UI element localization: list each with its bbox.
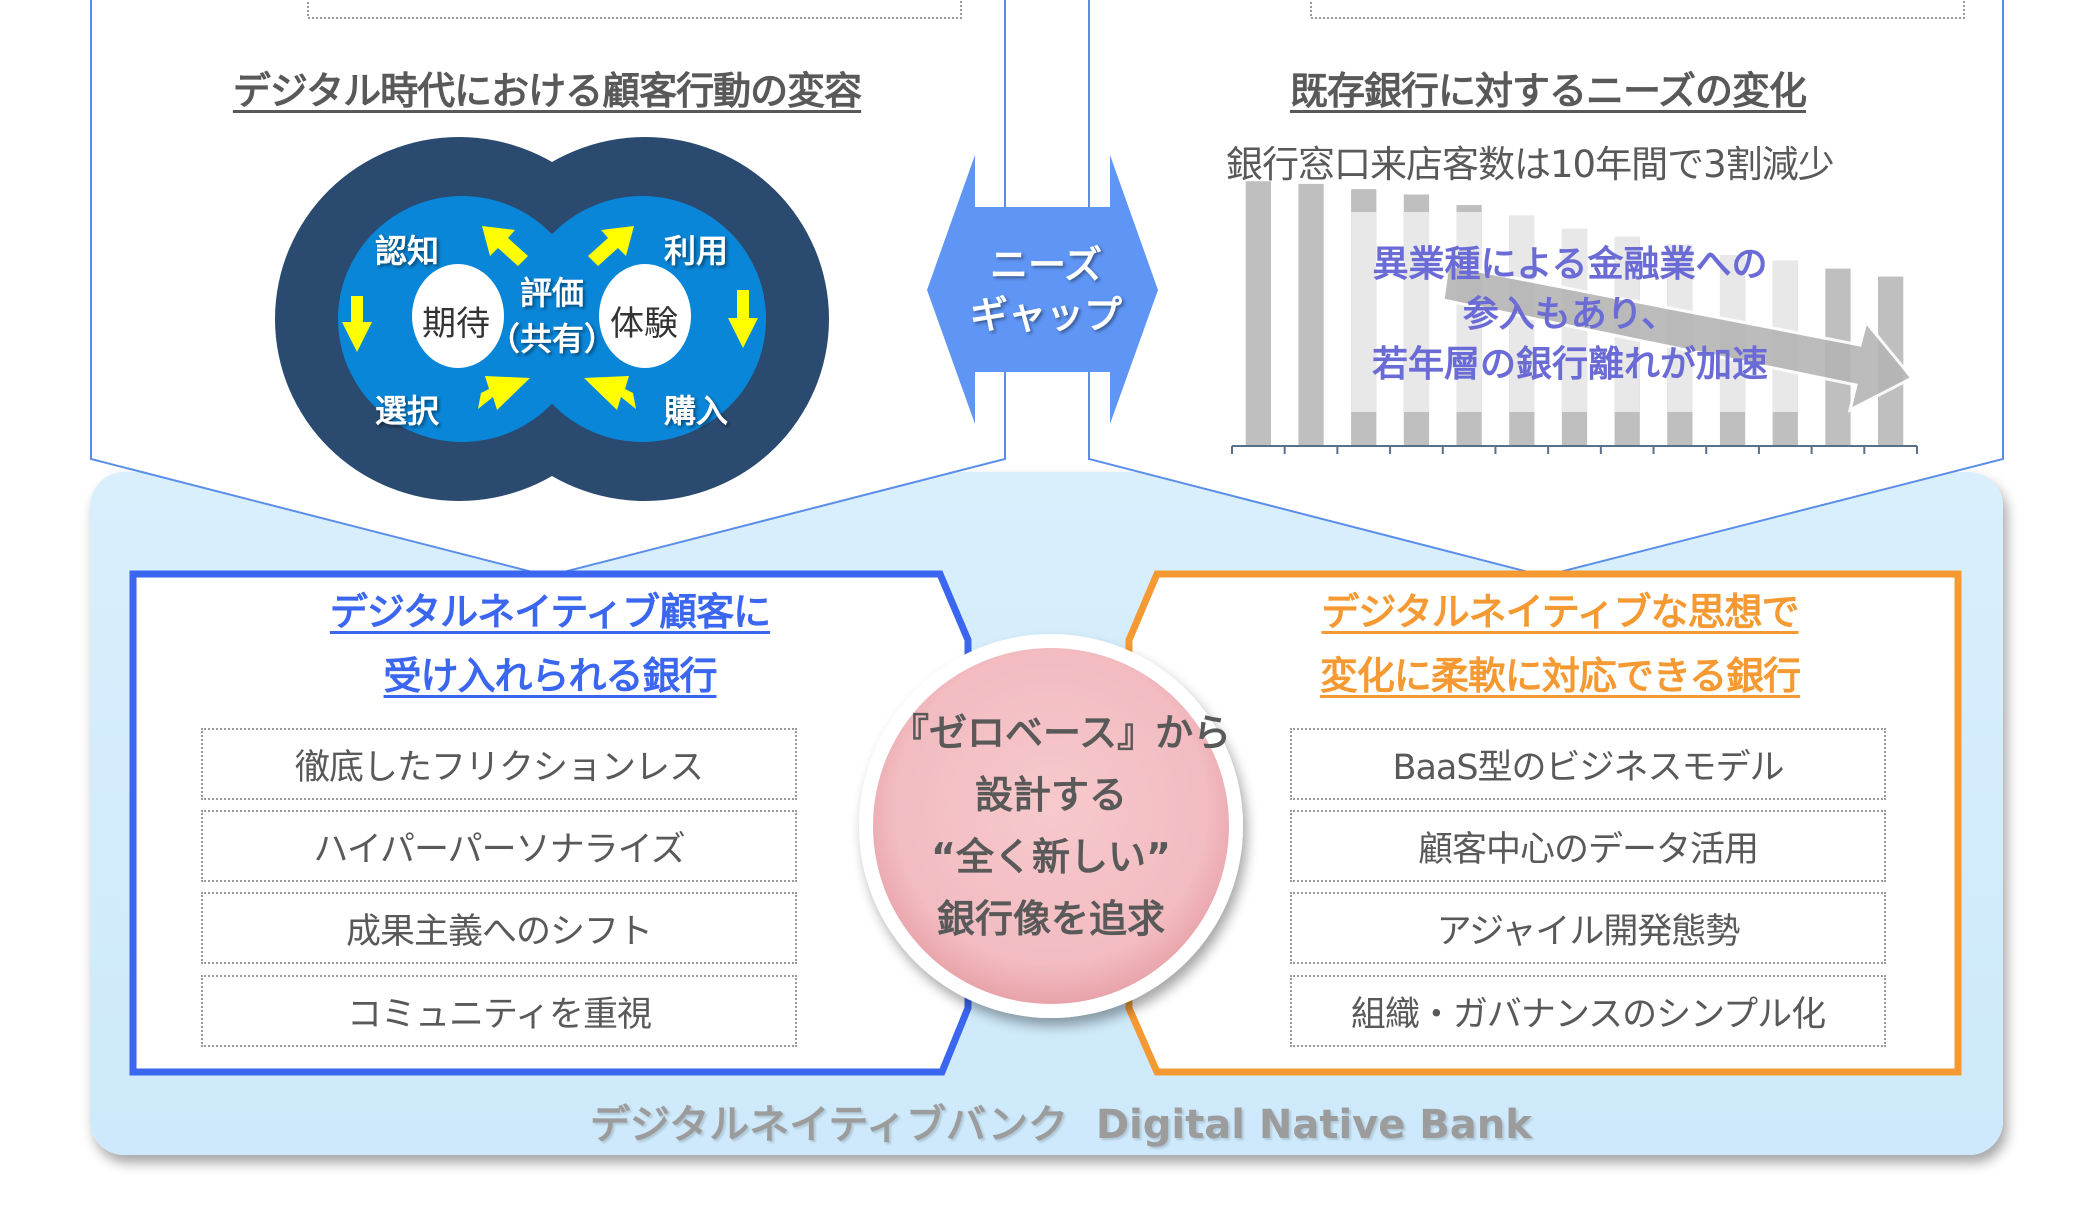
venn-white-left [412,264,504,368]
arrow-left-up-icon [584,376,636,410]
right-section-title: 既存銀行に対するニーズの変化 [1289,69,1807,113]
right-item-4: 組織・ガバナンスのシンプル化 [1290,975,1886,1047]
arrow-down-right-icon [728,290,758,348]
arrow-down-left-icon [342,296,372,352]
left-item-1: 徹底したフリクションレス [201,728,797,800]
center-line-4: 銀行像を追求 [936,897,1165,941]
venn-kitai: 期待 [422,304,490,344]
chart-bar [1245,181,1271,446]
chart-annotation: 異業種による金融業への 参入もあり、 若年層の銀行離れが加速 [1300,240,1840,390]
left-section-title: デジタル時代における顧客行動の変容 [232,69,862,113]
venn-center-line2: （共有） [487,320,616,358]
chart-bar [1298,183,1324,446]
center-line-3: “全く新しい” [931,835,1171,879]
left-item-3: 成果主義へのシフト [201,892,797,964]
needs-gap-line2: ギャップ [969,293,1122,337]
venn-label-kounyu: 購入 [664,392,729,430]
top-left-dotted-box [307,0,962,19]
venn-center-line1: 評価 [519,274,584,312]
needs-gap-label: ニーズ ギャップ [926,240,1166,340]
right-box-title-line2: 変化に柔軟に対応できる銀行 [1319,654,1801,698]
chart-bar-faded-segment [1403,212,1430,412]
right-box-title-line1: デジタルネイティブな思想で [1321,590,1799,634]
chart-annotation-line3: 若年層の銀行離れが加速 [1371,344,1768,385]
top-right-dotted-box [1310,0,1965,19]
left-box-title: デジタルネイティブ顧客に 受け入れられる銀行 [170,580,930,708]
arrow-up-left-icon [482,226,528,266]
trend-arrow-icon [1441,263,1915,413]
venn-label-sentaku: 選択 [375,392,440,430]
center-line-1: 『ゼロベース』から [891,711,1232,755]
venn-diagram [275,137,829,501]
left-box-title-line1: デジタルネイティブ顧客に [329,590,771,634]
left-item-2: ハイパーパーソナライズ [201,810,797,882]
arrow-right-up-icon [478,376,530,410]
center-circle [873,648,1229,1004]
chart-bar-faded-segment [1456,212,1482,412]
right-item-1: BaaS型のビジネスモデル [1290,728,1886,800]
chart-annotation-line2: 参入もあり、 [1462,294,1678,335]
chart-bar-faded-segment [1351,212,1377,412]
venn-label-riyou: 利用 [664,232,729,270]
needs-gap-line1: ニーズ [989,243,1103,287]
left-box-title-line2: 受け入れられる銀行 [383,654,717,698]
venn-center-label: 評価 （共有） [482,270,622,362]
right-item-2: 顧客中心のデータ活用 [1290,810,1886,882]
panel-footer-label: デジタルネイティブバンク Digital Native Bank [590,1102,1532,1148]
venn-label-ninchi: 認知 [375,232,440,270]
chart-annotation-line1: 異業種による金融業への [1372,244,1768,285]
chart-subtitle: 銀行窓口来店客数は10年間で3割減少 [1226,143,1835,186]
center-circle-text: 『ゼロベース』から 設計する “全く新しい” 銀行像を追求 [891,702,1232,950]
venn-taiken: 体験 [610,304,678,344]
left-item-4: コミュニティを重視 [201,975,797,1047]
right-box-title: デジタルネイティブな思想で 変化に柔軟に対応できる銀行 [1180,580,1940,708]
right-item-3: アジャイル開発態勢 [1290,892,1886,964]
bar-chart [1231,181,1918,454]
center-line-2: 設計する [974,773,1127,817]
venn-white-right [599,264,691,368]
arrow-up-right-icon [588,226,634,266]
needs-gap-arrow [927,155,1158,424]
